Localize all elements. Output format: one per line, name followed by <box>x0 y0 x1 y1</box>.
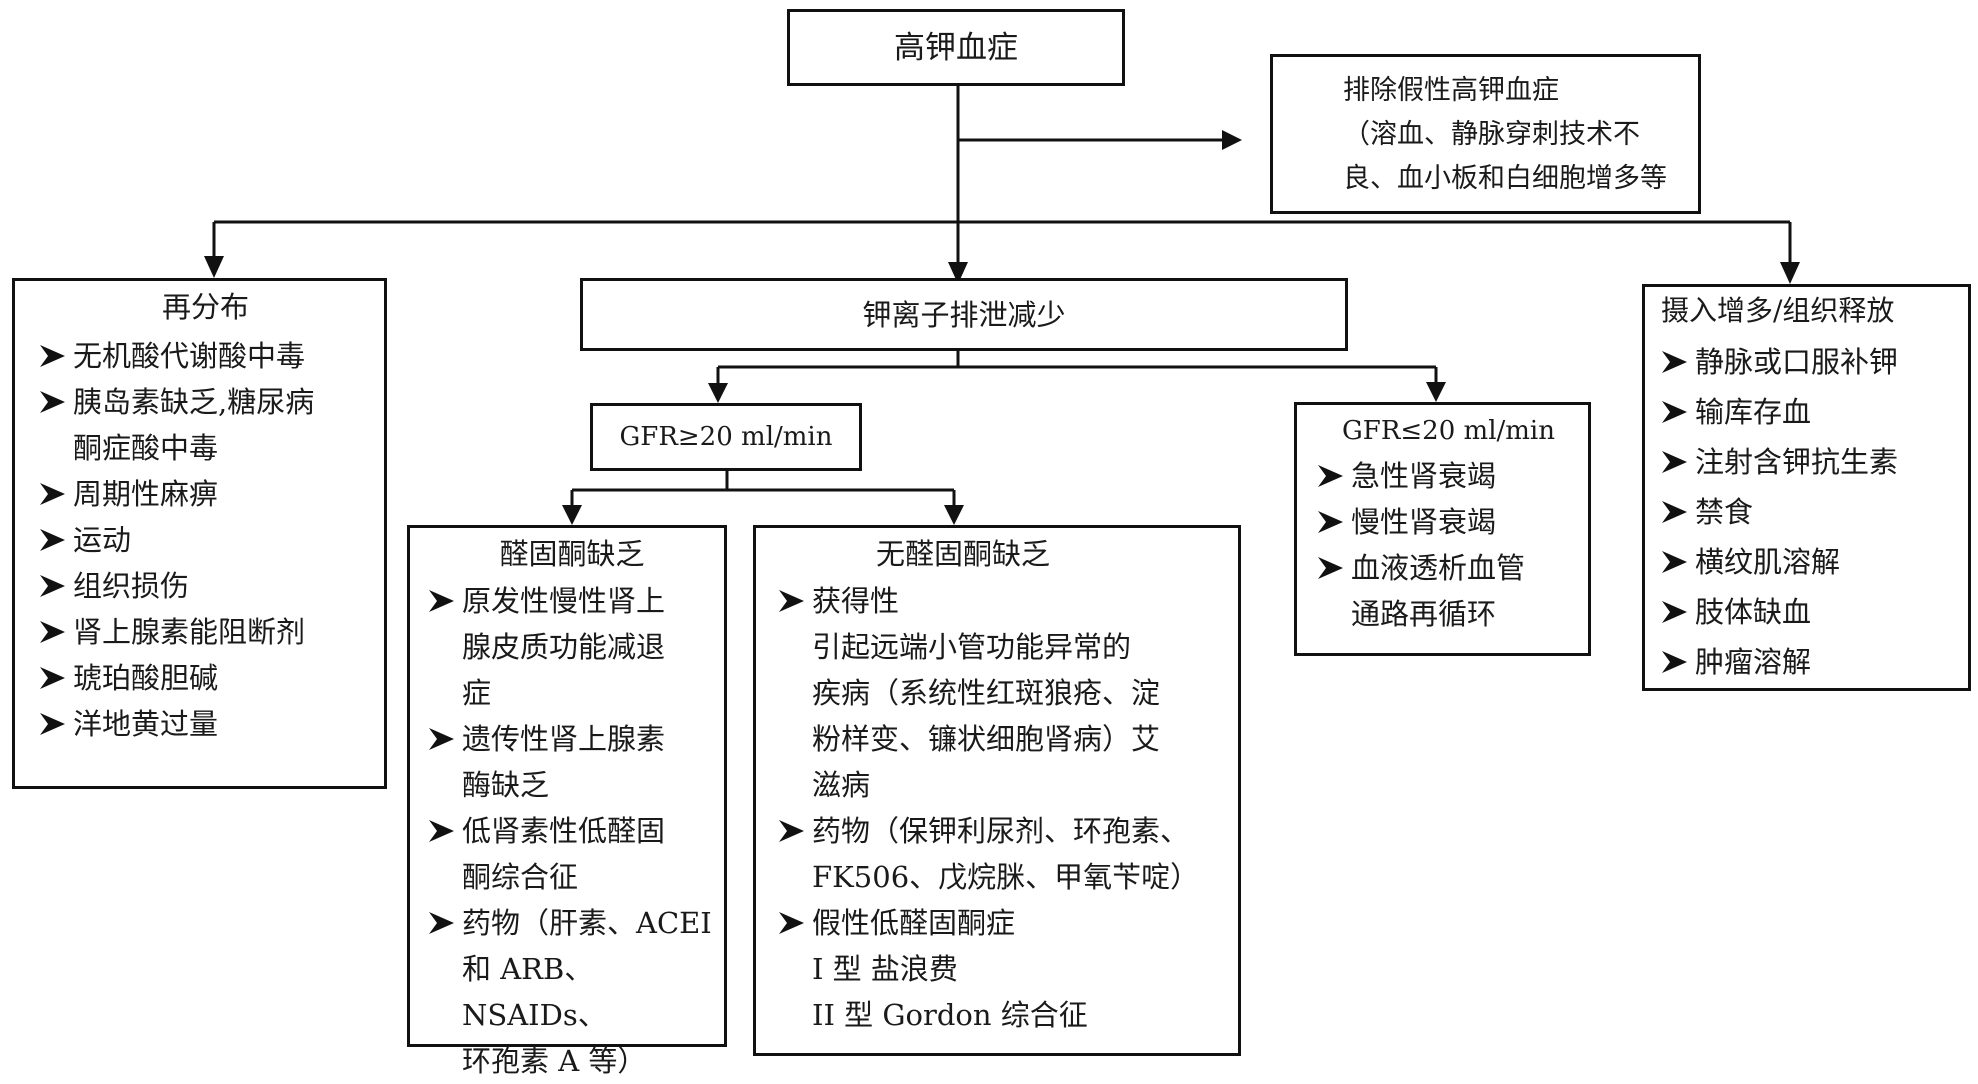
gfr-high-box: GFR≥20 ml/min <box>590 403 862 471</box>
list-item: 慢性肾衰竭 <box>1315 499 1582 545</box>
list-item: 注射含钾抗生素 <box>1659 437 1962 487</box>
list-item: 急性肾衰竭 <box>1315 453 1582 499</box>
intake-title: 摄入增多/组织释放 <box>1661 294 1895 327</box>
excretion-box: 钾离子排泄减少 <box>580 278 1348 351</box>
arrow-down-icon <box>1426 382 1446 402</box>
arrowhead-bullet-icon <box>40 713 65 735</box>
list-item: 组织损伤 <box>37 563 374 609</box>
exclude-line: 良、血小板和白细胞增多等 <box>1343 163 1667 194</box>
arrow-down-icon <box>708 383 728 403</box>
list-item: 低肾素性低醛固 酮综合征 <box>426 808 718 900</box>
arrowhead-bullet-icon <box>40 529 65 551</box>
arrowhead-bullet-icon <box>779 820 804 842</box>
list-item-detail: I 型 盐浪费 II 型 Gordon 综合征 <box>812 952 1088 1032</box>
root-title: 高钾血症 <box>894 29 1018 66</box>
intake-list: 静脉或口服补钾 输库存血 注射含钾抗生素 禁食 横纹肌溶解 肢体缺血 肿瘤溶解 <box>1659 337 1962 687</box>
arrowhead-bullet-icon <box>779 912 804 934</box>
arrowhead-bullet-icon <box>1662 451 1687 473</box>
arrow-right-icon <box>1222 130 1242 150</box>
arrowhead-bullet-icon <box>429 820 454 842</box>
exclude-line: （溶血、静脉穿刺技术不 <box>1343 119 1640 150</box>
redistribution-box: 再分布 无机酸代谢酸中毒 胰岛素缺乏,糖尿病 酮症酸中毒 周期性麻痹 运动 组织… <box>12 278 387 789</box>
arrowhead-bullet-icon <box>40 483 65 505</box>
no-aldosterone-deficiency-box: 无醛固酮缺乏 获得性引起远端小管功能异常的 疾病（系统性红斑狼疮、淀 粉样变、镰… <box>753 525 1241 1056</box>
list-item: 胰岛素缺乏,糖尿病 酮症酸中毒 <box>37 379 374 471</box>
arrowhead-bullet-icon <box>40 575 65 597</box>
arrow-down-icon <box>562 505 582 525</box>
list-item: 获得性引起远端小管功能异常的 疾病（系统性红斑狼疮、淀 粉样变、镰状细胞肾病）艾… <box>776 578 1232 808</box>
arrowhead-bullet-icon <box>1662 501 1687 523</box>
list-item: 禁食 <box>1659 487 1962 537</box>
exclude-pseudo-box: 排除假性高钾血症 （溶血、静脉穿刺技术不 良、血小板和白细胞增多等 <box>1270 54 1701 214</box>
arrowhead-bullet-icon <box>1318 511 1343 533</box>
arrow-down-icon <box>204 256 224 278</box>
list-item: 肿瘤溶解 <box>1659 637 1962 687</box>
list-item: 运动 <box>37 517 374 563</box>
list-item: 洋地黄过量 <box>37 701 374 747</box>
arrowhead-bullet-icon <box>40 667 65 689</box>
list-item: 血液透析血管 通路再循环 <box>1315 545 1582 637</box>
gfr-low-title: GFR≤20 ml/min <box>1342 416 1555 446</box>
arrow-down-icon <box>1780 262 1800 284</box>
aldosterone-deficiency-title: 醛固酮缺乏 <box>499 537 645 571</box>
arrowhead-bullet-icon <box>1318 465 1343 487</box>
gfr-low-box: GFR≤20 ml/min 急性肾衰竭 慢性肾衰竭 血液透析血管 通路再循环 <box>1294 402 1591 656</box>
root-box: 高钾血症 <box>787 9 1125 86</box>
list-item: 肾上腺素能阻断剂 <box>37 609 374 655</box>
list-item: 无机酸代谢酸中毒 <box>37 333 374 379</box>
redistribution-list: 无机酸代谢酸中毒 胰岛素缺乏,糖尿病 酮症酸中毒 周期性麻痹 运动 组织损伤 肾… <box>37 333 374 747</box>
arrowhead-bullet-icon <box>779 590 804 612</box>
list-item: 药物（肝素、ACEI 和 ARB、NSAIDs、 环孢素 A 等） <box>426 900 718 1084</box>
arrowhead-bullet-icon <box>40 345 65 367</box>
list-item: 周期性麻痹 <box>37 471 374 517</box>
list-item: 横纹肌溶解 <box>1659 537 1962 587</box>
arrow-down-icon <box>944 505 964 525</box>
excretion-title: 钾离子排泄减少 <box>862 297 1066 332</box>
list-item: 遗传性肾上腺素 酶缺乏 <box>426 716 718 808</box>
arrowhead-bullet-icon <box>429 590 454 612</box>
aldosterone-deficiency-box: 醛固酮缺乏 原发性慢性肾上 腺皮质功能减退 症 遗传性肾上腺素 酶缺乏 低肾素性… <box>407 525 727 1078</box>
list-item: 琥珀酸胆碱 <box>37 655 374 701</box>
gfr-high-title: GFR≥20 ml/min <box>619 422 833 452</box>
no-aldosterone-deficiency-title: 无醛固酮缺乏 <box>876 537 1051 571</box>
arrowhead-bullet-icon <box>1662 651 1687 673</box>
list-item: 药物（保钾利尿剂、环孢素、 FK506、戊烷脒、甲氧苄啶） <box>776 808 1232 900</box>
no-aldosterone-deficiency-list: 获得性引起远端小管功能异常的 疾病（系统性红斑狼疮、淀 粉样变、镰状细胞肾病）艾… <box>776 578 1232 1038</box>
arrowhead-bullet-icon <box>1662 401 1687 423</box>
gfr-low-list: 急性肾衰竭 慢性肾衰竭 血液透析血管 通路再循环 <box>1315 453 1582 637</box>
arrowhead-bullet-icon <box>429 728 454 750</box>
list-item: 原发性慢性肾上 腺皮质功能减退 症 <box>426 578 718 716</box>
arrowhead-bullet-icon <box>1662 601 1687 623</box>
arrowhead-bullet-icon <box>1662 551 1687 573</box>
arrowhead-bullet-icon <box>40 391 65 413</box>
list-item: 静脉或口服补钾 <box>1659 337 1962 387</box>
arrowhead-bullet-icon <box>1318 557 1343 579</box>
intake-box: 摄入增多/组织释放 静脉或口服补钾 输库存血 注射含钾抗生素 禁食 横纹肌溶解 … <box>1642 284 1971 691</box>
arrowhead-bullet-icon <box>429 912 454 934</box>
arrowhead-bullet-icon <box>40 621 65 643</box>
exclude-line: 排除假性高钾血症 <box>1343 75 1559 106</box>
list-item: 肢体缺血 <box>1659 587 1962 637</box>
list-item-detail: 引起远端小管功能异常的 疾病（系统性红斑狼疮、淀 粉样变、镰状细胞肾病）艾 滋病 <box>812 630 1161 802</box>
list-item: 输库存血 <box>1659 387 1962 437</box>
aldosterone-deficiency-list: 原发性慢性肾上 腺皮质功能减退 症 遗传性肾上腺素 酶缺乏 低肾素性低醛固 酮综… <box>426 578 718 1084</box>
arrowhead-bullet-icon <box>1662 351 1687 373</box>
redistribution-title: 再分布 <box>161 290 249 324</box>
